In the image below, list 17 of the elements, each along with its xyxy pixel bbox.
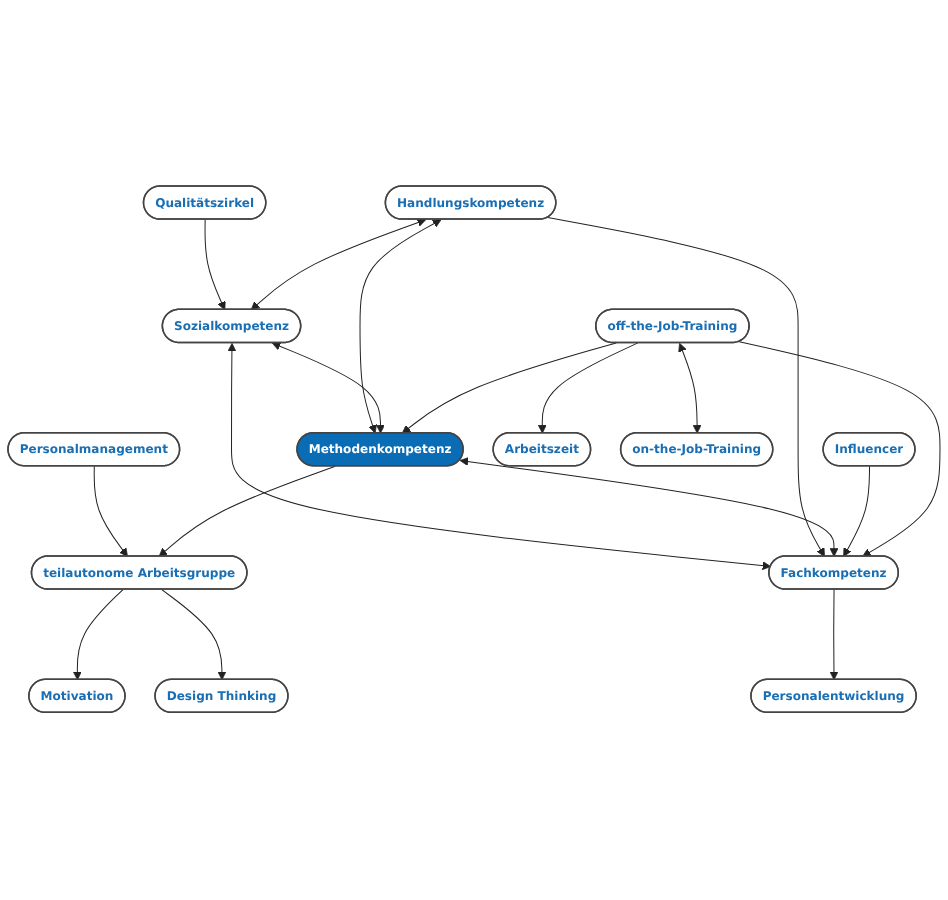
arrow xyxy=(537,343,639,435)
arrow xyxy=(72,589,124,681)
arrow xyxy=(93,466,128,558)
arrow xyxy=(547,217,825,558)
arrow xyxy=(158,466,336,558)
arrow xyxy=(829,589,839,681)
arrow xyxy=(359,220,442,435)
arrow xyxy=(204,219,226,312)
arrow xyxy=(401,343,617,435)
arrow xyxy=(271,342,385,435)
arrow xyxy=(459,458,839,558)
arrow xyxy=(250,219,427,312)
arrow xyxy=(678,343,702,435)
arrow xyxy=(161,589,227,681)
arrow xyxy=(227,343,772,571)
arrow xyxy=(843,466,871,558)
arrow xyxy=(738,342,941,558)
